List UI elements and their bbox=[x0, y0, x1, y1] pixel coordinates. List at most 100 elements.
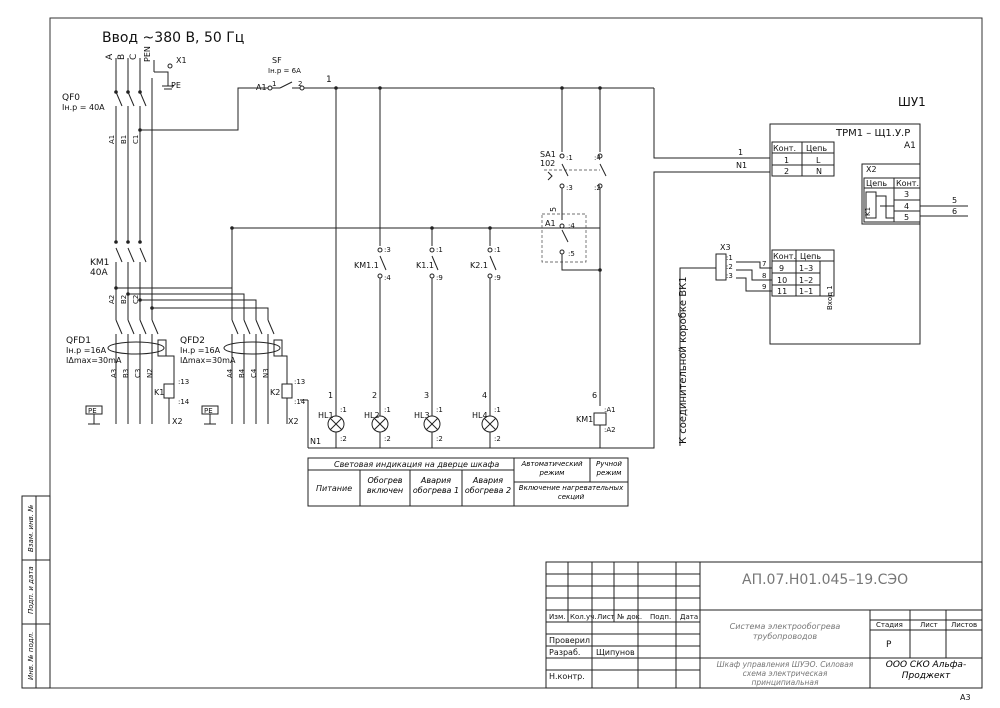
t3-r0-0: 9 bbox=[779, 264, 784, 273]
km1-coil bbox=[593, 412, 607, 426]
out-wire-5: 5 bbox=[952, 196, 957, 205]
qfd1-term-c3: C3 bbox=[134, 369, 142, 378]
col-list: Лист bbox=[597, 613, 615, 621]
contact-k1-1-top: :1 bbox=[436, 246, 443, 254]
wire-8: 8 bbox=[762, 272, 766, 280]
qfd1-name: QFD1 bbox=[66, 336, 91, 346]
stage-value: Р bbox=[886, 640, 892, 650]
col-doc: № док. bbox=[617, 613, 642, 621]
legend-cell-power: Питание bbox=[316, 484, 352, 493]
k1-pin13: :13 bbox=[178, 378, 189, 386]
t1-r0-1: L bbox=[816, 156, 821, 165]
trm-title: ТРМ1 – Щ1.У.Р bbox=[835, 128, 910, 139]
x3-label: X3 bbox=[720, 243, 731, 252]
qf0-term-a1: A1 bbox=[108, 135, 116, 144]
a1-relay-name: A1 bbox=[545, 219, 556, 228]
sf-pin2: 2 bbox=[298, 80, 302, 88]
out-wire-6: 6 bbox=[952, 207, 957, 216]
col-kol: Кол.уч. bbox=[570, 613, 596, 621]
pen-label: PEN bbox=[143, 46, 152, 62]
contact-k1-1-bot: :9 bbox=[436, 274, 443, 282]
qf0-name: QF0 bbox=[62, 93, 80, 103]
company-name: ООО СКО Альфа-Проджект bbox=[885, 660, 967, 681]
t2-row-3: 3 bbox=[904, 190, 909, 199]
phase-b-label: B bbox=[117, 54, 127, 60]
legend-group1: Световая индикация на дверце шкафа bbox=[334, 460, 499, 469]
cabinet-label: ШУ1 bbox=[898, 95, 926, 109]
contact-k2-1-top: :1 bbox=[494, 246, 501, 254]
doc-code: АП.07.Н01.045–19.СЭО bbox=[742, 572, 908, 588]
t1-r1-0: 2 bbox=[784, 167, 789, 176]
legend-table: Световая индикация на дверце шкафа Питан… bbox=[307, 457, 629, 507]
legend-cell-fault-2: Авария обогрева 2 bbox=[464, 476, 512, 495]
col-date: Дата bbox=[680, 613, 698, 621]
sheet-format: А3 bbox=[960, 693, 971, 702]
qfd1-term-n2: N2 bbox=[146, 368, 154, 378]
t3-r2-0: 11 bbox=[777, 287, 787, 296]
coil-km1-name: KM1 bbox=[576, 415, 593, 424]
trm-controller: ШУ1 ТРМ1 – Щ1.У.Р A1 Конт. Цепь 1 L 2 N … bbox=[678, 95, 968, 446]
system-name: Система электрообогрева трубопроводов bbox=[729, 622, 841, 641]
x1-label: X1 bbox=[176, 56, 187, 65]
qf0-contacts bbox=[114, 90, 147, 242]
sa1-name: SA1 bbox=[540, 150, 556, 159]
lamp-hl2-p2: :2 bbox=[384, 435, 391, 443]
t3-r1-0: 10 bbox=[777, 276, 787, 285]
legend-cell-fault-1: Авария обогрева 1 bbox=[412, 476, 460, 495]
lamp-hl4-p2: :2 bbox=[494, 435, 501, 443]
lamp-hl1-wire: 1 bbox=[328, 391, 333, 400]
lamp-hl1-name: HL1 bbox=[318, 411, 334, 420]
qfd1-rating1: Iн.р =16A bbox=[66, 346, 107, 355]
role-developer: Разраб. bbox=[549, 648, 580, 657]
col-izm: Изм. bbox=[549, 613, 565, 621]
t3-r2-1: 1–1 bbox=[799, 287, 813, 296]
t2-row-5: 5 bbox=[904, 213, 909, 222]
col-sign: Подп. bbox=[650, 613, 671, 621]
qfd2-term-a4: A4 bbox=[226, 368, 234, 378]
t3-r1-1: 1–2 bbox=[799, 276, 813, 285]
x2-label-trm: X2 bbox=[866, 165, 877, 174]
stage-head: Стадия bbox=[876, 621, 903, 629]
sheet-frame bbox=[49, 17, 983, 689]
k1-trm-label: K1 bbox=[864, 207, 872, 216]
in-wire-1: 1 bbox=[738, 148, 743, 157]
t1-head-1: Цепь bbox=[806, 144, 827, 153]
phase-a-label: A bbox=[105, 53, 115, 60]
sa1-sub: 102 bbox=[540, 159, 555, 168]
lamp-hl3-name: HL3 bbox=[414, 411, 430, 420]
supply-label: Ввод ~380 В, 50 Гц bbox=[102, 30, 244, 46]
k2-pin13: :13 bbox=[294, 378, 305, 386]
qfd2-name: QFD2 bbox=[180, 336, 205, 346]
stamp-sign-date: Подп. и дата bbox=[27, 566, 35, 614]
trm-sub: A1 bbox=[904, 141, 916, 151]
qf0-rating: Iн.р = 40A bbox=[62, 103, 105, 112]
legend-manual: Ручной режим bbox=[596, 460, 622, 477]
qf0-term-c1: C1 bbox=[132, 135, 140, 144]
lamp-hl3-p2: :2 bbox=[436, 435, 443, 443]
sf-wire-1: 1 bbox=[326, 75, 332, 85]
t2-head-1: Конт. bbox=[896, 179, 919, 188]
sa1-pin2: :2 bbox=[594, 184, 601, 192]
km1-rating: 40A bbox=[90, 268, 108, 278]
qfd1-term-b3: B3 bbox=[122, 369, 130, 378]
t3-r0-1: 1–3 bbox=[799, 264, 813, 273]
contact-km1-1-top: :3 bbox=[384, 246, 391, 254]
x3-pin3: :3 bbox=[726, 272, 733, 280]
k2-relay: K2 :13 :14 X2 bbox=[270, 355, 306, 426]
contact-k2-1-bot: :9 bbox=[494, 274, 501, 282]
qfd1-pe: PE bbox=[88, 407, 97, 415]
vk1-label: К соединительной коробке ВК1 bbox=[678, 276, 689, 444]
km1-term-a2: A2 bbox=[108, 295, 116, 304]
a1-relay-box bbox=[541, 213, 587, 263]
qfd2-rating2: IΔmax=30mA bbox=[180, 356, 236, 365]
title-block: АП.07.Н01.045–19.СЭО Изм. Кол.уч. Лист №… bbox=[545, 561, 983, 702]
stamp-orig-inv: Инв. № подл. bbox=[27, 632, 35, 680]
t2-head-0: Цепь bbox=[866, 179, 887, 188]
legend-heating: Включение нагревательных секций bbox=[518, 484, 624, 501]
lamp-hl2-name: HL2 bbox=[364, 411, 380, 420]
sf-name: SF bbox=[272, 56, 282, 65]
qfd2-term-c4: C4 bbox=[250, 368, 258, 378]
lamp-hl1-p1: :1 bbox=[340, 406, 347, 414]
t1-r1-1: N bbox=[816, 167, 822, 176]
role-checked: Проверил bbox=[549, 636, 590, 645]
